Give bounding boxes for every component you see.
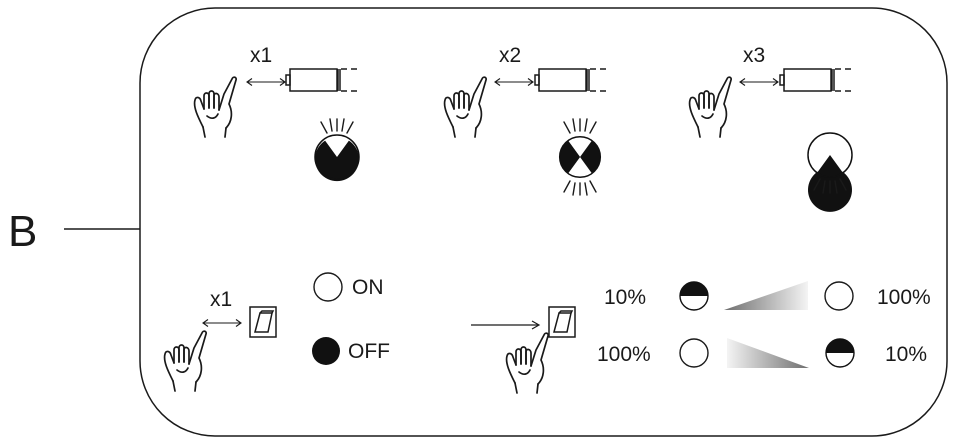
top-group-2: x2 xyxy=(443,44,611,196)
battery-icon xyxy=(534,68,611,92)
battery-icon xyxy=(285,68,362,92)
off-indicator-icon xyxy=(312,337,340,365)
half-filled-circle-icon xyxy=(679,281,709,311)
press-count-label: x1 xyxy=(250,44,272,67)
led-indicator-icon xyxy=(558,118,602,196)
led-indicator-icon xyxy=(807,132,853,212)
dim-row2-start-label: 100% xyxy=(597,343,651,366)
double-arrow-icon xyxy=(246,77,286,87)
double-arrow-icon xyxy=(202,318,242,328)
arrowhead xyxy=(531,320,541,330)
hand-icon xyxy=(688,76,733,138)
hand-icon xyxy=(443,76,488,138)
panel-frame xyxy=(139,7,948,437)
ramp-up-icon xyxy=(724,281,808,310)
top-group-1: x1 xyxy=(193,44,362,182)
battery-icon xyxy=(779,68,856,92)
on-indicator-icon xyxy=(313,272,343,302)
hand-icon xyxy=(193,76,238,138)
press-count-label: x1 xyxy=(210,288,232,311)
half-filled-circle-icon xyxy=(825,338,855,368)
dim-row1-end-label: 100% xyxy=(877,286,931,309)
switch-section: x1 ON OFF xyxy=(163,272,390,392)
empty-circle-icon xyxy=(679,338,709,368)
off-label: OFF xyxy=(348,340,390,363)
hand-icon xyxy=(505,332,550,394)
double-arrow-icon xyxy=(494,77,534,87)
double-arrow-icon xyxy=(739,77,779,87)
led-indicator-icon xyxy=(314,118,360,182)
switch-icon xyxy=(249,306,277,338)
dimmer-section: 10% 100% 100% 10% xyxy=(471,281,931,394)
empty-circle-icon xyxy=(824,281,854,311)
dim-row1-start-label: 10% xyxy=(604,286,646,309)
press-count-label: x3 xyxy=(743,44,765,67)
ramp-down-icon xyxy=(727,338,809,368)
switch-icon xyxy=(548,306,576,338)
hand-icon xyxy=(163,330,208,392)
dim-row2-end-label: 10% xyxy=(885,343,927,366)
top-group-3: x3 xyxy=(688,44,856,212)
on-label: ON xyxy=(352,276,384,299)
press-count-label: x2 xyxy=(499,44,521,67)
panel-letter: B xyxy=(8,207,37,256)
